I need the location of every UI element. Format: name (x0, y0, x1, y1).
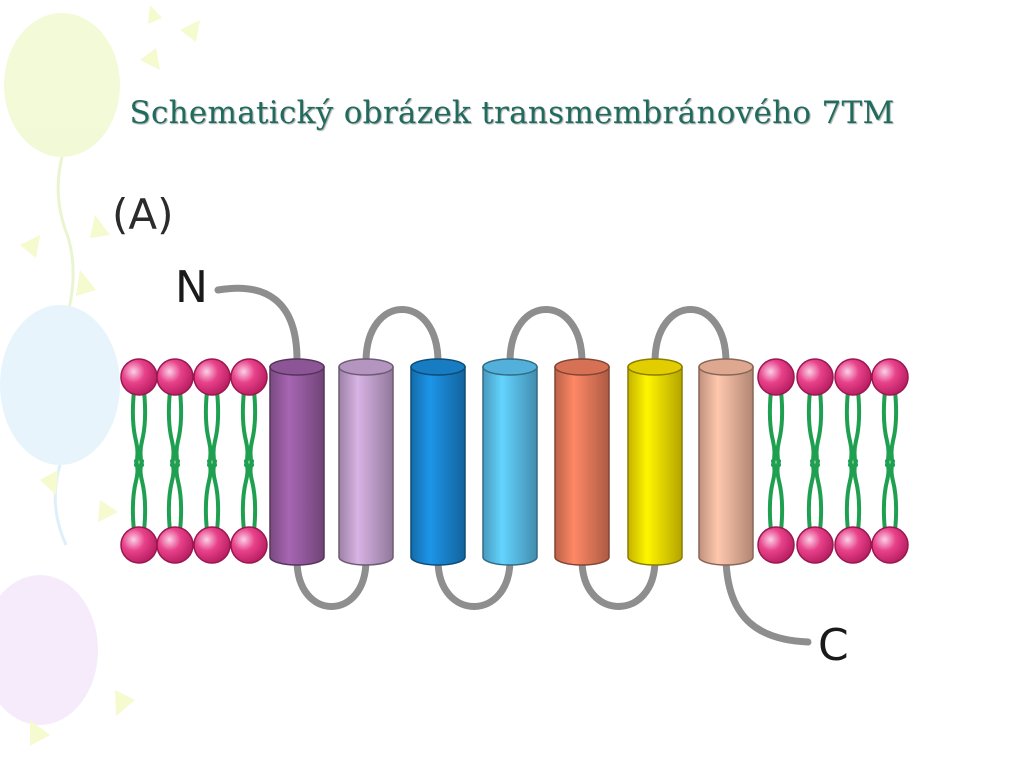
balloon-green (4, 13, 120, 157)
n-terminus-tail (214, 284, 301, 364)
lipid-head (193, 526, 231, 564)
intracellular-loop (434, 556, 514, 610)
lipid-molecule (757, 358, 795, 564)
lipid-head (834, 526, 872, 564)
intracellular-loop (293, 556, 370, 610)
lipid-bilayer (120, 358, 909, 564)
lipid-head (871, 358, 909, 396)
lipid-head (120, 358, 158, 396)
lipid-molecule (193, 358, 231, 564)
lipid-head (796, 358, 834, 396)
lipid-molecule (156, 358, 194, 564)
lipid-molecule (796, 358, 834, 564)
transmembrane-helix-5 (554, 358, 610, 566)
lipid-head (834, 358, 872, 396)
lipid-molecule (230, 358, 268, 564)
lipid-head (156, 526, 194, 564)
c-terminus-tail (722, 556, 812, 646)
extracellular-loop (651, 306, 730, 366)
transmembrane-helix-1 (269, 358, 325, 566)
lipid-head (757, 526, 795, 564)
extracellular-loop (506, 306, 586, 366)
transmembrane-helix-3 (410, 358, 466, 566)
transmembrane-helix-2 (338, 358, 394, 566)
lipid-head (156, 358, 194, 396)
lipid-molecule (120, 358, 158, 564)
transmembrane-helix-7 (698, 358, 754, 566)
balloon-purple (0, 575, 98, 725)
c-terminus-label: C (818, 620, 849, 671)
lipid-head (120, 526, 158, 564)
lipid-head (230, 358, 268, 396)
page-title: Schematický obrázek transmembránového 7T… (129, 95, 895, 131)
transmembrane-helix-6 (627, 358, 683, 566)
panel-label: (A) (112, 190, 174, 239)
lipid-head (757, 358, 795, 396)
intracellular-loop (578, 556, 659, 610)
lipid-head (230, 526, 268, 564)
lipid-molecule (834, 358, 872, 564)
connecting-loops (214, 284, 812, 646)
balloon-blue (0, 305, 120, 465)
lipid-head (193, 358, 231, 396)
lipid-head (871, 526, 909, 564)
n-terminus-label: N (175, 262, 208, 313)
transmembrane-helices (269, 358, 754, 566)
lipid-head (796, 526, 834, 564)
extracellular-loop (362, 306, 442, 366)
transmembrane-helix-4 (482, 358, 538, 566)
lipid-molecule (871, 358, 909, 564)
